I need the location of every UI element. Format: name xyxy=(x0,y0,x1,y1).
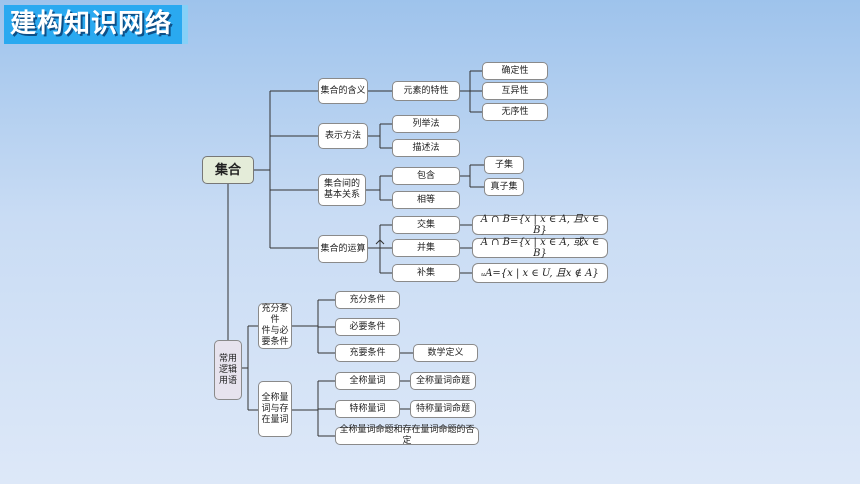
node-complement: 补集 xyxy=(392,264,460,282)
node-conditions: 充分条件 件与必 要条件 xyxy=(258,303,292,349)
formula-intersection: A ∩ B={x | x ∈ A, 且x ∈ B} xyxy=(472,214,608,236)
node-negation: 全称量词命题和存在量词命题的否定 xyxy=(335,425,479,446)
node-intersection: 交集 xyxy=(392,216,460,234)
node-universal-quantifier: 全称量词 xyxy=(335,372,400,390)
node-necessary-condition: 必要条件 xyxy=(335,318,400,336)
node-roster-method: 列举法 xyxy=(392,115,460,133)
node-union: 并集 xyxy=(392,239,460,257)
node-description-method: 描述法 xyxy=(392,139,460,157)
formula-complement: ᵤA={x | x ∈ U, 且x ∉ A} xyxy=(472,263,608,283)
node-distinctness: 互异性 xyxy=(482,82,548,100)
page-title: 建构知识网络 xyxy=(4,5,189,44)
node-set-relations: 集合间的 基本关系 xyxy=(318,174,366,206)
node-quantifiers: 全称量 词与存 在量词 xyxy=(258,381,292,437)
formula-union: A ∩ B={x | x ∈ A, 或x ∈ B} xyxy=(472,237,608,259)
node-determinacy: 确定性 xyxy=(482,62,548,80)
node-subset: 子集 xyxy=(484,156,524,174)
node-representation: 表示方法 xyxy=(318,123,368,149)
node-math-definition: 数学定义 xyxy=(413,344,478,362)
node-unorderedness: 无序性 xyxy=(482,103,548,121)
node-proper-subset: 真子集 xyxy=(484,178,524,196)
node-equality: 相等 xyxy=(392,191,460,209)
node-necessary-sufficient: 充要条件 xyxy=(335,344,400,362)
node-sufficient-condition: 充分条件 xyxy=(335,291,400,309)
node-existential-quantifier: 特称量词 xyxy=(335,400,400,418)
node-root-set: 集合 xyxy=(202,156,254,184)
node-containment: 包含 xyxy=(392,167,460,185)
node-set-operations: 集合的运算 xyxy=(318,235,368,263)
node-set-meaning: 集合的含义 xyxy=(318,78,368,104)
node-universal-proposition: 全称量词命题 xyxy=(410,372,476,390)
node-common-logic-terms: 常用 逻辑 用语 xyxy=(214,340,242,400)
node-element-properties: 元素的特性 xyxy=(392,81,460,101)
node-existential-proposition: 特称量词命题 xyxy=(410,400,476,418)
